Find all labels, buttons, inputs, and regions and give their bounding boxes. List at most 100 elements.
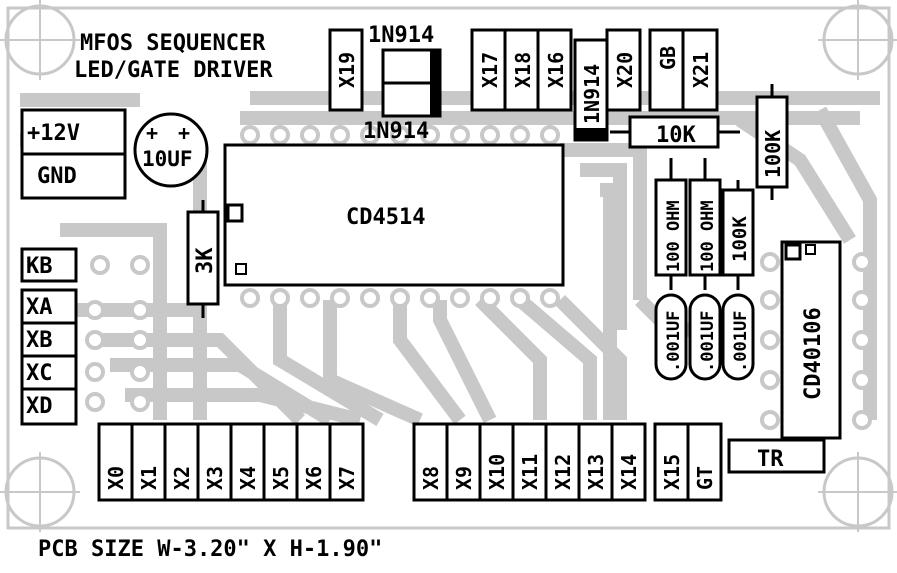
chip-cd40106: CD40106 <box>780 240 842 440</box>
xa-label: XA <box>26 295 53 320</box>
resistor-100k-top: 100K <box>755 84 789 200</box>
solder-pad <box>450 125 470 145</box>
solder-pad <box>270 125 290 145</box>
solder-pad <box>760 370 780 390</box>
connector-label-x7: X7 <box>335 466 359 490</box>
connector-label-x3: X3 <box>203 466 227 490</box>
solder-pad <box>130 362 150 382</box>
solder-pad <box>300 288 320 308</box>
tr-label: TR <box>757 447 784 472</box>
solder-pad <box>330 288 350 308</box>
solder-pad <box>240 125 260 145</box>
solder-pad <box>360 125 380 145</box>
diode-pair: 1N914 1N914 <box>363 23 442 144</box>
chip-cd40106-label: CD40106 <box>801 307 826 400</box>
chip-cd4514: CD4514 <box>223 143 565 287</box>
connector-label-x11: X11 <box>518 454 542 490</box>
x20-connector: X20 <box>605 28 642 112</box>
connector-label-x9: X9 <box>452 466 476 490</box>
connector-label-x1: X1 <box>137 466 161 490</box>
solder-pad <box>760 290 780 310</box>
solder-pad <box>852 290 872 310</box>
solder-pad <box>390 288 410 308</box>
connector-label-x13: X13 <box>584 454 608 490</box>
x19-connector: X19 <box>328 28 364 112</box>
solder-pad <box>420 125 440 145</box>
solder-pad <box>390 125 410 145</box>
cap-c3-label: .001UF <box>731 311 751 372</box>
solder-pad <box>85 330 105 350</box>
connector-label-x12: X12 <box>551 454 575 490</box>
resistor-3k-label: 3K <box>193 247 218 274</box>
solder-pad <box>240 288 260 308</box>
cap-value: 10UF <box>142 147 193 171</box>
chip-cd4514-label: CD4514 <box>346 205 425 230</box>
tr-connector: TR <box>727 438 826 474</box>
top-connector-group: X17 X18 X16 <box>470 28 573 112</box>
x16-label: X16 <box>544 52 568 88</box>
diode-bottom-label: 1N914 <box>363 119 429 144</box>
solder-pad <box>852 370 872 390</box>
xd-label: XD <box>26 394 53 419</box>
x18-label: X18 <box>511 52 535 88</box>
solder-pad <box>852 330 872 350</box>
title-line2: LED/GATE DRIVER <box>74 58 273 83</box>
solder-pad <box>130 330 150 350</box>
cap-plus-a: + <box>146 121 158 145</box>
power-plus-label: +12V <box>27 121 80 146</box>
gb-label: GB <box>656 46 680 70</box>
solder-pad <box>130 255 150 275</box>
solder-pad <box>450 288 470 308</box>
resistor-100k-top-label: 100K <box>761 130 785 178</box>
left-connector: KB XA XB XC XD <box>20 247 78 426</box>
caps-001uf: .001UF .001UF .001UF <box>654 293 755 381</box>
xc-label: XC <box>26 361 53 386</box>
power-connector: +12V GND <box>20 108 127 200</box>
cap-plus-b: + <box>178 121 190 145</box>
resistor-100ohm-a-label: 100 OHM <box>664 200 684 272</box>
solder-pad <box>540 125 560 145</box>
x17-label: X17 <box>478 52 502 88</box>
solder-pad <box>360 288 380 308</box>
solder-pad <box>510 125 530 145</box>
power-gnd-label: GND <box>37 164 77 189</box>
pcb-size-label: PCB SIZE W-3.20" X H-1.90" <box>38 537 382 562</box>
resistor-100ohm-a: 100 OHM <box>654 158 688 290</box>
resistor-100k-mid-label: 100K <box>729 216 751 262</box>
vertical-diode: 1N914 <box>573 38 609 142</box>
solder-pad <box>420 288 440 308</box>
resistor-100ohm-b-label: 100 OHM <box>698 200 718 272</box>
solder-pad <box>760 252 780 272</box>
solder-pad <box>85 392 105 412</box>
cap-c2-label: .001UF <box>698 311 718 372</box>
title-line1: MFOS SEQUENCER <box>80 31 266 56</box>
resistor-10k-label: 10K <box>656 123 696 148</box>
connector-label-x5: X5 <box>269 466 293 490</box>
solder-pad <box>330 125 350 145</box>
solder-pad <box>85 362 105 382</box>
solder-pad <box>300 125 320 145</box>
solder-pad <box>852 252 872 272</box>
diode-top-label: 1N914 <box>368 23 434 48</box>
solder-pad <box>760 330 780 350</box>
x20-label: X20 <box>613 52 637 88</box>
solder-pad <box>540 288 560 308</box>
resistor-10k: 10K <box>610 115 740 149</box>
solder-pad <box>130 392 150 412</box>
resistor-100k-mid: 100K <box>721 180 755 290</box>
xb-label: XB <box>26 328 53 353</box>
resistor-3k: 3K <box>186 200 220 318</box>
resistor-100ohm-b: 100 OHM <box>688 158 722 290</box>
x19-label: X19 <box>335 52 359 88</box>
solder-pad <box>90 255 110 275</box>
connector-label-x2: X2 <box>170 466 194 490</box>
connector-label-x8: X8 <box>419 466 443 490</box>
solder-pad <box>510 288 530 308</box>
solder-pad <box>130 300 150 320</box>
solder-pad <box>480 125 500 145</box>
connector-label-x0: X0 <box>104 466 128 490</box>
